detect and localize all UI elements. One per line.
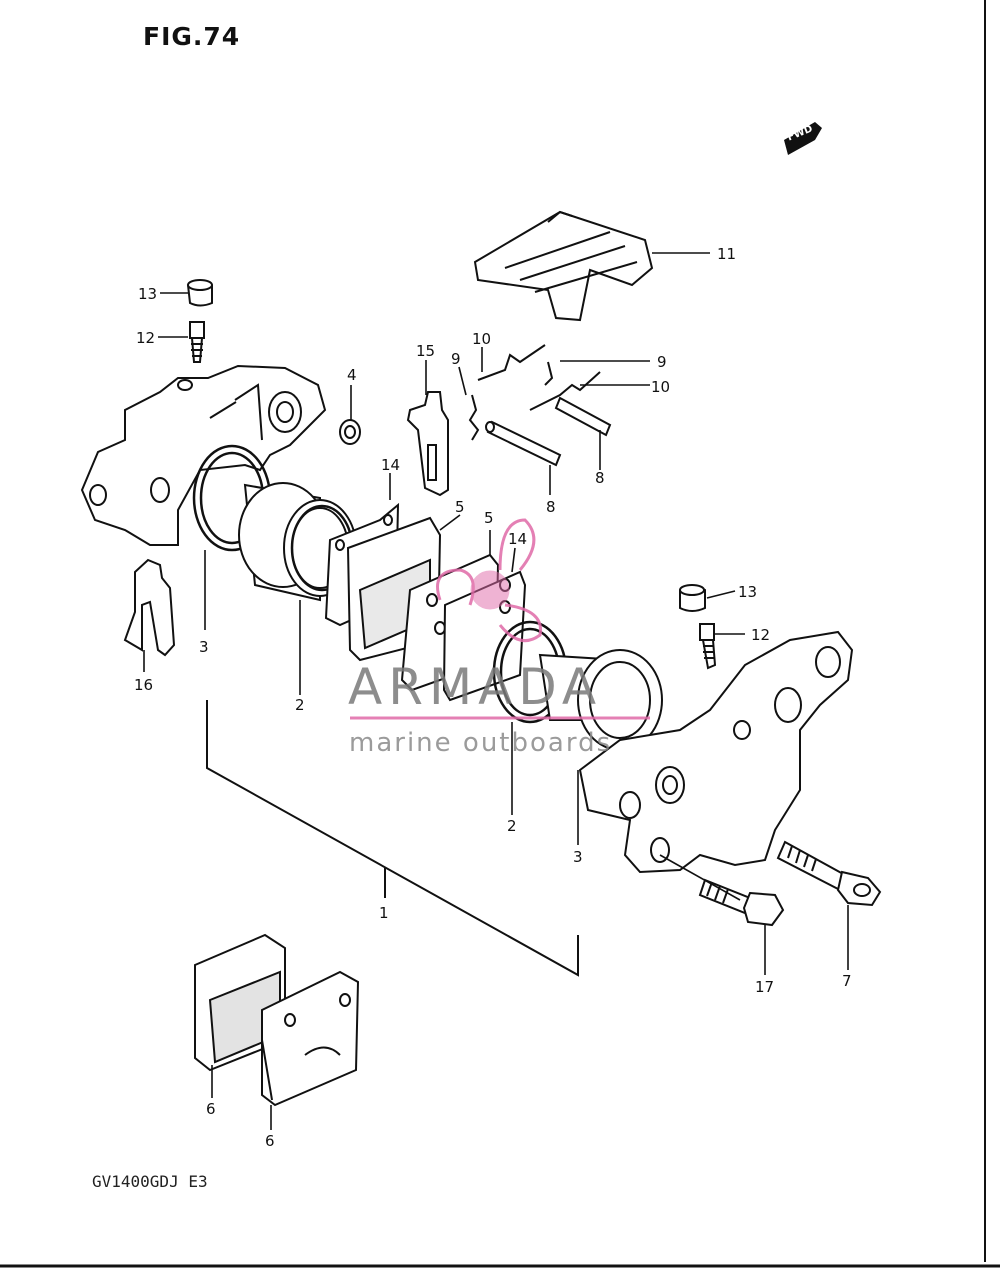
part-caliper-left [80, 364, 327, 546]
callout-5-left: 5 [455, 498, 465, 516]
callout-13-right: 13 [738, 583, 757, 601]
callout-2-left: 2 [295, 696, 305, 714]
part-pad-spring-16 [123, 558, 176, 657]
callout-17: 17 [755, 978, 774, 996]
callout-12-left: 12 [136, 329, 155, 347]
model-code: GV1400GDJ E3 [92, 1172, 208, 1191]
callout-16: 16 [134, 676, 153, 694]
leader-lines [143, 252, 849, 1130]
callout-8-left: 8 [546, 498, 556, 516]
callout-13-left: 13 [138, 285, 157, 303]
part-bleeder-valve-right [699, 623, 717, 670]
callout-4: 4 [347, 366, 357, 384]
part-caliper-right [578, 630, 854, 874]
callout-11: 11 [717, 245, 736, 263]
part-pad-cover [473, 210, 654, 322]
callout-3-right: 3 [573, 848, 583, 866]
callout-5-right: 5 [484, 509, 494, 527]
callout-8-right: 8 [595, 469, 605, 487]
callout-3-left: 3 [199, 638, 209, 656]
part-bolt-long [776, 840, 882, 907]
callout-labels: 13 12 4 15 9 10 10 9 11 8 8 14 5 5 14 3 … [134, 245, 852, 1150]
callout-9-left: 9 [451, 350, 461, 368]
part-clips [468, 344, 601, 441]
part-bleeder-valve-left [189, 321, 205, 363]
part-pad-spring-15 [406, 391, 449, 497]
callout-14-left: 14 [381, 456, 400, 474]
figure-title: FIG.74 [143, 22, 241, 51]
callout-7: 7 [842, 972, 852, 990]
part-bleeder-cap-left [186, 279, 213, 307]
assembly-bracket [206, 700, 579, 977]
part-pin-a [485, 420, 562, 467]
callout-10-right: 10 [651, 378, 670, 396]
part-bolt-short [698, 878, 785, 927]
watermark-logo-icon [350, 518, 650, 720]
callout-12-right: 12 [751, 626, 770, 644]
callout-1: 1 [379, 904, 389, 922]
callout-9-right: 9 [657, 353, 667, 371]
callout-6-front: 6 [265, 1132, 275, 1150]
part-bleeder-cap-right [679, 584, 706, 612]
callout-10-left: 10 [472, 330, 491, 348]
callout-14-right: 14 [508, 530, 527, 548]
callout-6-rear: 6 [206, 1100, 216, 1118]
part-pin-b [554, 396, 612, 437]
fwd-arrow-icon [784, 122, 822, 155]
callout-15: 15 [416, 342, 435, 360]
watermark-tagline: marine outboards [349, 728, 613, 758]
part-brake-pad-front [261, 970, 360, 1107]
callout-2-right: 2 [507, 817, 517, 835]
part-washer [339, 419, 361, 445]
watermark-brand: ARMADA [348, 658, 603, 716]
